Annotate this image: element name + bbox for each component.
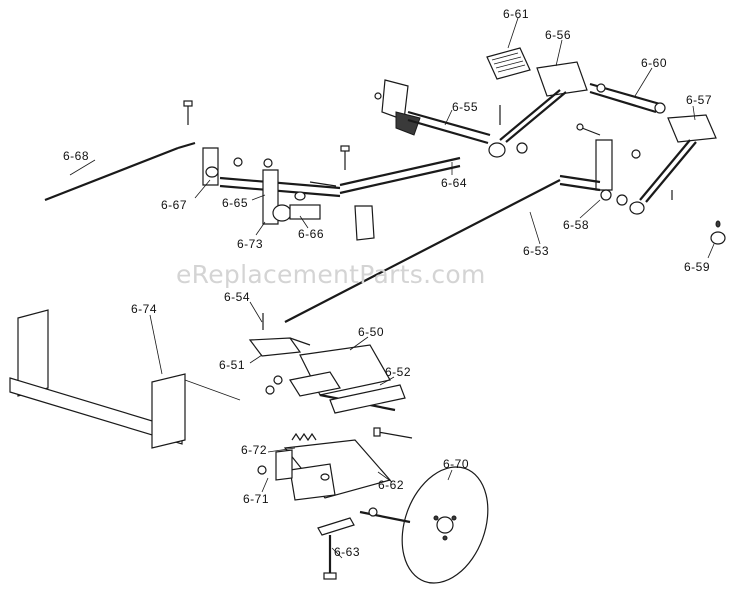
part-label-6-71: 6-71 bbox=[243, 492, 270, 506]
rock-shaft-part bbox=[219, 157, 341, 225]
part-label-6-57: 6-57 bbox=[686, 93, 713, 107]
tie-rod-part bbox=[284, 179, 561, 323]
frame-part bbox=[9, 309, 241, 449]
disc-blade-part bbox=[359, 466, 489, 584]
pedal-rod-part bbox=[589, 82, 666, 114]
pivot-bracket-part bbox=[559, 123, 673, 206]
part-label-6-74: 6-74 bbox=[131, 302, 158, 316]
shaft-bracket-part bbox=[202, 147, 219, 186]
bolt-part bbox=[340, 145, 350, 170]
leader-lines bbox=[69, 17, 715, 559]
mount-bracket-part bbox=[257, 432, 392, 501]
clutch-pedal-part bbox=[629, 114, 717, 215]
link-bolt-part bbox=[317, 517, 355, 580]
part-label-6-56: 6-56 bbox=[545, 28, 572, 42]
part-label-6-54: 6-54 bbox=[224, 290, 251, 304]
pivot-plate-part bbox=[248, 313, 413, 439]
cross-shaft-part bbox=[339, 156, 461, 241]
part-label-6-72: 6-72 bbox=[241, 443, 268, 457]
part-label-6-53: 6-53 bbox=[523, 244, 550, 258]
part-label-6-52: 6-52 bbox=[385, 365, 412, 379]
pedal-bracket-part bbox=[374, 79, 501, 145]
part-label-6-64: 6-64 bbox=[441, 176, 468, 190]
part-label-6-73: 6-73 bbox=[237, 237, 264, 251]
part-label-6-62: 6-62 bbox=[378, 478, 405, 492]
part-label-6-70: 6-70 bbox=[443, 457, 470, 471]
decal-part bbox=[486, 47, 531, 80]
part-label-6-65: 6-65 bbox=[222, 196, 249, 210]
part-label-6-60: 6-60 bbox=[641, 56, 668, 70]
part-label-6-68: 6-68 bbox=[63, 149, 90, 163]
part-label-6-50: 6-50 bbox=[358, 325, 385, 339]
part-label-6-51: 6-51 bbox=[219, 358, 246, 372]
part-label-6-61: 6-61 bbox=[503, 7, 530, 21]
part-label-6-55: 6-55 bbox=[452, 100, 479, 114]
part-label-6-63: 6-63 bbox=[334, 545, 361, 559]
part-label-6-66: 6-66 bbox=[298, 227, 325, 241]
bolt-part bbox=[183, 100, 193, 125]
brake-pedal-part bbox=[488, 61, 588, 158]
part-label-6-59: 6-59 bbox=[684, 260, 711, 274]
part-label-6-67: 6-67 bbox=[161, 198, 188, 212]
control-rod-part bbox=[44, 141, 196, 202]
watermark-text: eReplacementParts.com bbox=[176, 260, 486, 289]
part-label-6-58: 6-58 bbox=[563, 218, 590, 232]
nut-part bbox=[710, 220, 726, 245]
